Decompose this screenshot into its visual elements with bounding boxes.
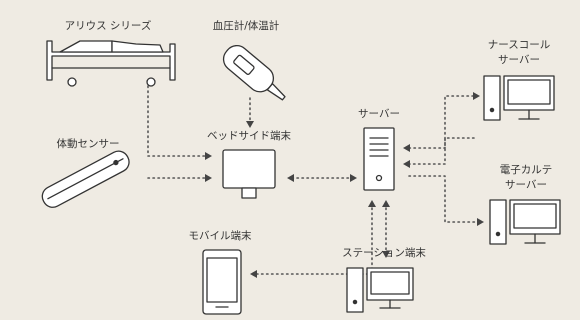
arrowhead-server-bottom-up-right (382, 200, 390, 207)
desktop-computer-icon (483, 75, 555, 121)
arrowhead-server-bottom-up-left (368, 200, 376, 207)
thermometer-label: 血圧計/体温計 (213, 19, 280, 32)
arrowhead-thermo-down (246, 121, 254, 128)
arrowhead-server-from-nurse (403, 144, 410, 152)
server-tower-icon (363, 127, 395, 191)
connector-server-mobile (255, 207, 373, 275)
nurse-call-label-line1: ナースコール (488, 39, 550, 51)
emr-label-line1: 電子カルテ (500, 164, 553, 176)
bedside-terminal-icon (222, 149, 276, 199)
arrowhead-bedside-left-top (205, 152, 212, 160)
desktop-computer-icon (346, 267, 414, 313)
connectors (147, 85, 479, 275)
connector-bed-to-bedside (147, 85, 207, 157)
arrowhead-server-from-nurse-2 (403, 160, 410, 168)
smartphone-icon (202, 249, 242, 315)
connector-server-nurse (408, 95, 475, 149)
arrowhead-nurse-in (473, 92, 480, 100)
bed-label: アリウス シリーズ (65, 19, 152, 32)
motion-sensor-icon (41, 150, 130, 208)
thermometer-icon (222, 45, 286, 101)
arrowhead-bedside-left-bottom (205, 174, 212, 182)
desktop-computer-icon (489, 199, 561, 245)
server-label: サーバー (358, 108, 400, 120)
connector-nurse-server (408, 137, 475, 165)
motion-sensor-label: 体動センサー (57, 137, 120, 150)
bedside-terminal-label: ベッドサイド端末 (207, 129, 291, 142)
emr-label-line2: サーバー (505, 179, 547, 191)
arrowhead-bedside-right (287, 174, 294, 182)
hospital-bed-icon (46, 40, 176, 87)
station-label: ステーション端末 (342, 246, 426, 259)
arrowhead-server-left (350, 174, 357, 182)
arrowhead-emr-in (477, 218, 484, 226)
mobile-label: モバイル端末 (189, 229, 252, 242)
connector-arrowheads (205, 92, 484, 278)
connector-server-emr (408, 175, 479, 223)
labels: アリウス シリーズ 血圧計/体温計 体動センサー ベッドサイド端末 サーバー ナ… (57, 19, 553, 259)
nurse-call-label-line2: サーバー (498, 54, 540, 66)
arrowhead-station-down (382, 251, 390, 258)
arrowhead-mobile-left (250, 270, 257, 278)
